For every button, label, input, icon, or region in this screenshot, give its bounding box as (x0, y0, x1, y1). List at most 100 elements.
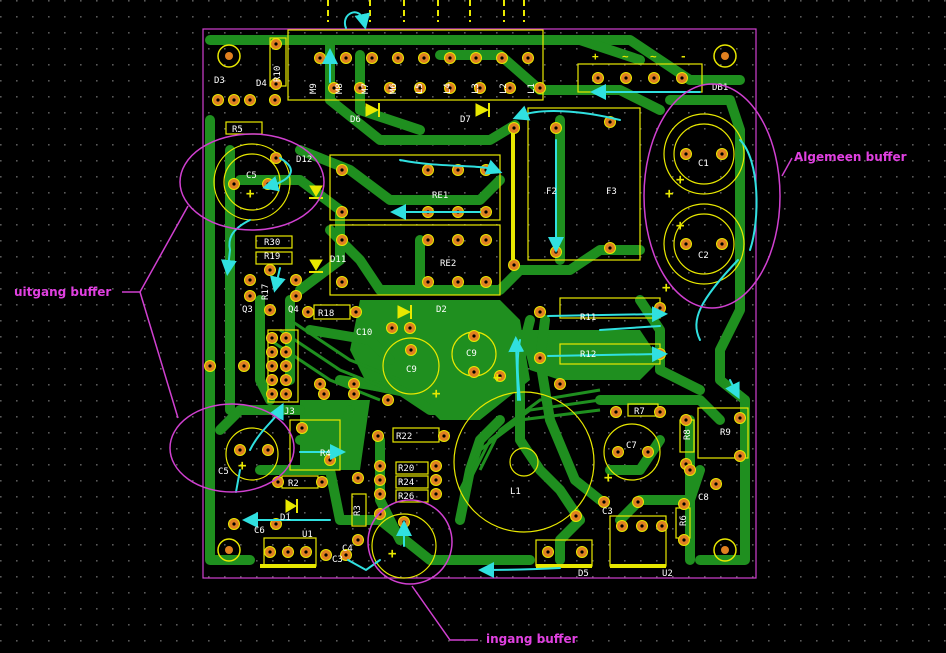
component-label-r8: R8 (683, 429, 693, 440)
mounting-holes (217, 44, 737, 562)
pad-hole (284, 392, 288, 396)
pad-hole (378, 492, 382, 496)
pad-hole (658, 306, 662, 310)
pad-hole (356, 476, 360, 480)
pad-hole (268, 268, 272, 272)
pad-hole (370, 56, 374, 60)
pad-hole (266, 448, 270, 452)
pad-hole (434, 478, 438, 482)
connector-pin-label: M7 (361, 83, 371, 94)
connector-pin-label: L1 (527, 83, 537, 94)
component-label-r19: R19 (264, 252, 280, 262)
component-label-d11: D11 (330, 255, 346, 265)
pad-hole (580, 550, 584, 554)
svg-text:+: + (432, 386, 440, 402)
pad-hole (456, 168, 460, 172)
silkscreen-bars (260, 128, 666, 568)
polarity-label: ~ (650, 50, 657, 63)
component-label-c1: C1 (698, 159, 709, 169)
pad-hole (422, 56, 426, 60)
pad-hole (738, 416, 742, 420)
component-label-r12: R12 (580, 350, 596, 360)
component-label-r4: R4 (320, 449, 331, 459)
component-label-r22: R22 (396, 432, 412, 442)
component-label-d6: D6 (350, 115, 361, 125)
polarity-label: ~ (622, 50, 629, 63)
component-label-r24: R24 (398, 478, 414, 488)
component-label-c10: C10 (356, 328, 372, 338)
connector-pin-label: M8 (335, 83, 345, 94)
pad-hole (276, 480, 280, 484)
pad-hole (340, 280, 344, 284)
pad-hole (388, 86, 392, 90)
pad-hole (324, 553, 328, 557)
pad-hole (602, 500, 606, 504)
pad-hole (684, 242, 688, 246)
pad-hole (232, 98, 236, 102)
pad-hole (332, 86, 336, 90)
pad-hole (208, 364, 212, 368)
pad-hole (608, 120, 612, 124)
component-label-j3: J3 (284, 407, 295, 417)
pad-hole (390, 326, 394, 330)
pad-hole (318, 56, 322, 60)
pad-hole (714, 482, 718, 486)
pad-hole (320, 480, 324, 484)
component-label-r10: R10 (273, 66, 283, 82)
pad-hole (478, 86, 482, 90)
component-label-r30: R30 (264, 238, 280, 248)
pad-hole (354, 310, 358, 314)
pad-hole (680, 76, 684, 80)
pad-hole (294, 294, 298, 298)
pad-hole (738, 454, 742, 458)
annotation-shapes (122, 83, 793, 641)
pad-hole (720, 242, 724, 246)
component-label-d7: D7 (460, 115, 471, 125)
pad-hole (456, 280, 460, 284)
connector-pin-label: L5 (415, 83, 425, 94)
pad-hole (358, 86, 362, 90)
pad-hole (646, 450, 650, 454)
svg-text:+: + (388, 546, 396, 562)
pad-hole (472, 370, 476, 374)
pad-hole (268, 550, 272, 554)
component-label-q3: Q3 (242, 305, 253, 315)
svg-text:+: + (676, 172, 684, 188)
pad-hole (409, 348, 413, 352)
pad-hole (538, 86, 542, 90)
pad-hole (456, 238, 460, 242)
polarity-marks: + + + + + + + + + + (238, 172, 684, 562)
component-label-c3_right: C3 (602, 507, 613, 517)
component-label-r17: R17 (261, 284, 271, 300)
pad-hole (270, 378, 274, 382)
pad-hole (352, 382, 356, 386)
pad-hole (352, 392, 356, 396)
pad-hole (620, 524, 624, 528)
pad-hole (652, 76, 656, 80)
component-label-re2: RE2 (440, 259, 456, 269)
pad-hole (616, 450, 620, 454)
connector-pin-label: L2 (499, 83, 509, 94)
pad-hole (500, 56, 504, 60)
component-label-c2: C2 (698, 251, 709, 261)
pad-hole (684, 462, 688, 466)
pad-hole (356, 538, 360, 542)
pad-hole (442, 434, 446, 438)
polarity-label: + (592, 50, 599, 63)
pad-hole (660, 524, 664, 528)
pad-hole (472, 334, 476, 338)
component-label-r20: R20 (398, 464, 414, 474)
component-label-d3: D3 (214, 76, 225, 86)
pad-hole (484, 280, 488, 284)
pad-hole (286, 550, 290, 554)
pad-hole (274, 156, 278, 160)
pad-hole (658, 410, 662, 414)
board-outline (202, 28, 757, 579)
pad-hole (232, 522, 236, 526)
connector-pin-label: L4 (443, 83, 453, 94)
component-label-d12: D12 (296, 155, 312, 165)
pad-hole (284, 364, 288, 368)
